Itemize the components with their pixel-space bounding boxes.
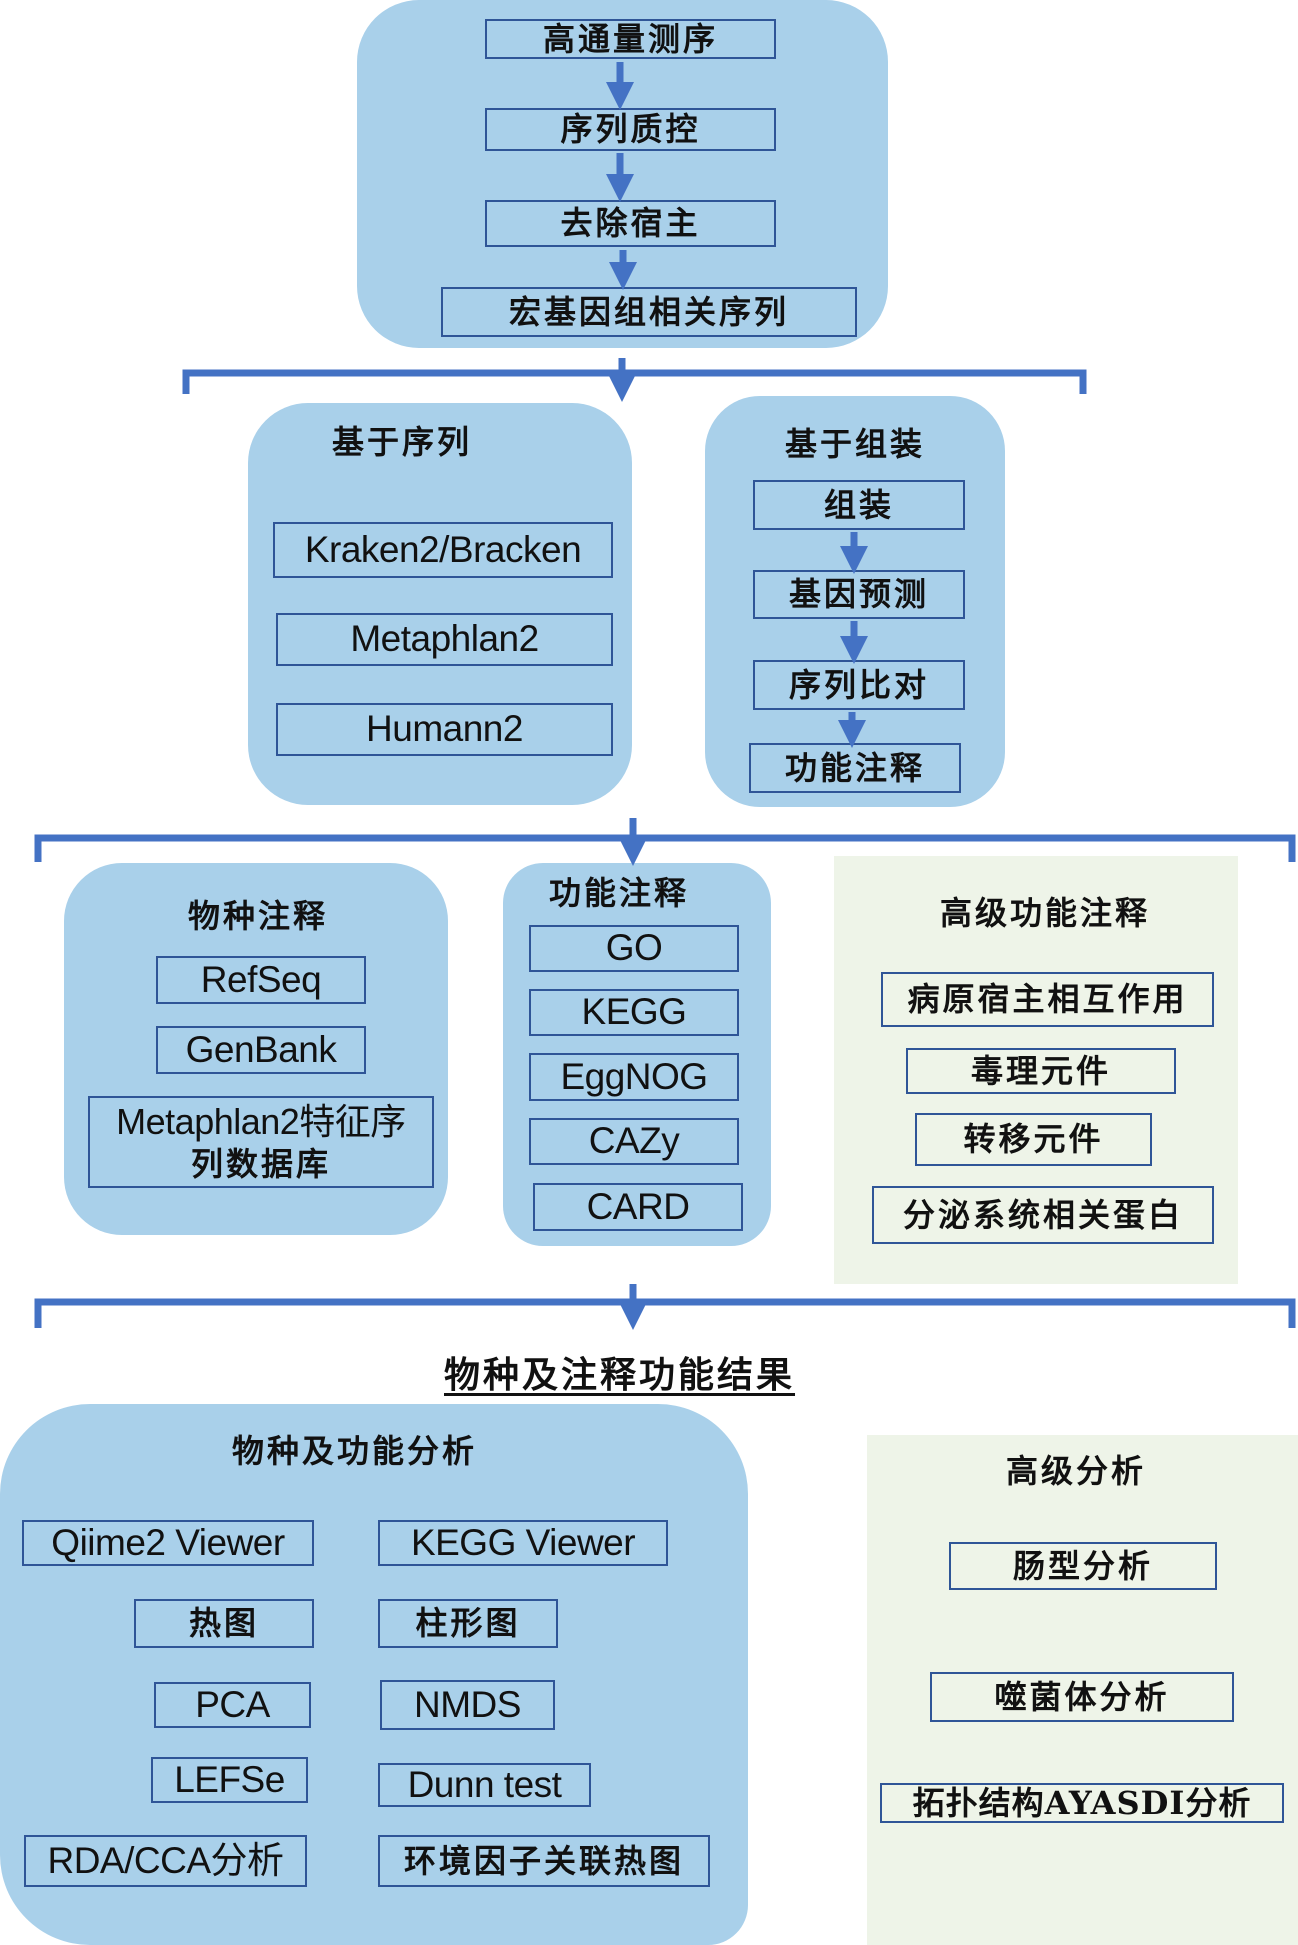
tool-metaphlan2: Metaphlan2 — [276, 613, 613, 666]
advanced-annotation-panel — [834, 856, 1238, 1284]
pipeline-step-metagenome-seqs: 宏基因组相关序列 — [441, 287, 857, 337]
db-metaphlan2-marker: Metaphlan2特征序 列数据库 — [88, 1096, 434, 1188]
db-cazy: CAZy — [529, 1118, 739, 1165]
db-go: GO — [529, 925, 739, 972]
sequence-based-panel — [248, 403, 632, 805]
db-metaphlan2-marker-line2: 列数据库 — [190, 1145, 331, 1184]
db-card: CARD — [533, 1183, 743, 1231]
analysis-kegg-viewer: KEGG Viewer — [378, 1520, 668, 1566]
analysis-qiime2-viewer: Qiime2 Viewer — [22, 1520, 314, 1566]
analysis-rda-cca: RDA/CCA分析 — [24, 1835, 307, 1887]
function-annotation-title: 功能注释 — [549, 874, 690, 912]
analysis-bar-chart: 柱形图 — [378, 1599, 558, 1648]
db-metaphlan2-marker-line1: Metaphlan2特征序 — [116, 1101, 406, 1143]
adv-ayasdi: 拓扑结构AYASDI分析 — [880, 1783, 1284, 1823]
db-kegg: KEGG — [529, 989, 739, 1036]
results-title: 物种及注释功能结果 — [444, 1354, 796, 1396]
analysis-env-factor-heatmap: 环境因子关联热图 — [378, 1835, 710, 1887]
advanced-annotation-title: 高级功能注释 — [940, 894, 1151, 932]
adv-toxin-elements: 毒理元件 — [906, 1048, 1176, 1094]
analysis-lefse: LEFSe — [151, 1757, 308, 1803]
sequence-based-title: 基于序列 — [332, 423, 473, 461]
adv-ayasdi-label: 拓扑结构AYASDI分析 — [912, 1783, 1252, 1822]
assembly-step-assembly: 组装 — [753, 480, 965, 530]
adv-secretion-proteins: 分泌系统相关蛋白 — [872, 1186, 1214, 1244]
assembly-based-title: 基于组装 — [785, 425, 926, 463]
db-refseq: RefSeq — [156, 956, 366, 1004]
analysis-panel — [0, 1404, 748, 1945]
adv-phage: 噬菌体分析 — [930, 1672, 1234, 1722]
bracket-stage4 — [34, 1298, 1296, 1328]
tool-kraken2-bracken: Kraken2/Bracken — [273, 522, 613, 578]
analysis-pca: PCA — [154, 1682, 311, 1728]
db-eggnog: EggNOG — [529, 1053, 739, 1101]
adv-mobile-elements: 转移元件 — [915, 1113, 1152, 1166]
assembly-step-gene-prediction: 基因预测 — [753, 570, 965, 619]
advanced-analysis-title: 高级分析 — [1006, 1452, 1147, 1490]
tool-humann2: Humann2 — [276, 703, 613, 756]
analysis-heatmap: 热图 — [134, 1599, 314, 1648]
advanced-analysis-panel — [867, 1435, 1298, 1945]
analysis-nmds: NMDS — [380, 1680, 555, 1730]
adv-enterotype: 肠型分析 — [949, 1542, 1217, 1590]
analysis-dunn-test: Dunn test — [378, 1763, 591, 1807]
adv-pathogen-host: 病原宿主相互作用 — [881, 972, 1214, 1027]
species-annotation-title: 物种注释 — [188, 897, 329, 935]
pipeline-step-sequencing: 高通量测序 — [485, 19, 776, 59]
bracket-stage2 — [182, 369, 1087, 394]
analysis-title: 物种及功能分析 — [232, 1432, 478, 1470]
db-genbank: GenBank — [156, 1026, 366, 1074]
species-annotation-panel — [64, 863, 448, 1235]
bracket-stage3 — [34, 834, 1296, 862]
pipeline-step-qc: 序列质控 — [485, 108, 776, 151]
